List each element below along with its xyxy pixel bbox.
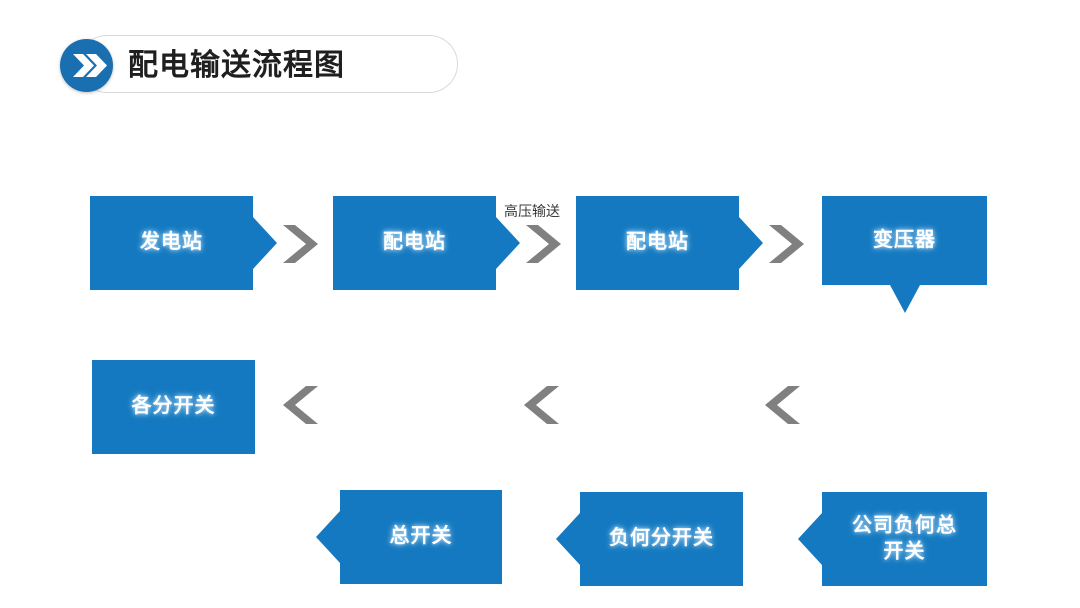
flow-node-label: 发电站 (140, 231, 203, 254)
flow-node-company-main-switch[interactable]: 公司负何总 开关 (798, 492, 987, 586)
node-arrow-tip-left (798, 513, 822, 565)
node-arrow-tip-left (316, 511, 340, 563)
node-tail-down (889, 285, 920, 313)
flow-node-substation-2[interactable]: 配电站 (576, 196, 763, 290)
chevron-right-icon-3 (767, 225, 807, 263)
double-chevron-right-icon (60, 39, 113, 92)
node-arrow-tip-right (496, 217, 520, 269)
flow-node-load-branch-switch[interactable]: 负何分开关 (556, 492, 743, 586)
node-arrow-tip-right (253, 217, 277, 269)
chevron-right-icon-1 (281, 225, 321, 263)
title-pill-outline (78, 35, 458, 93)
flow-node-label: 配电站 (383, 231, 446, 254)
flow-node-label: 负何分开关 (609, 527, 714, 550)
flow-node-label: 各分开关 (131, 395, 216, 418)
chevron-left-icon-2 (521, 386, 561, 424)
flow-node-substation-1[interactable]: 配电站 (333, 196, 520, 290)
flow-node-label: 公司负何总 开关 (852, 514, 957, 562)
edge-label-high-voltage: 高压输送 (504, 203, 560, 219)
flow-diagram: 发电站 配电站 高压输送 配电站 变压器 各分开关 (0, 130, 1080, 608)
flow-node-main-switch[interactable]: 总开关 (316, 490, 502, 584)
flow-node-label: 配电站 (626, 231, 689, 254)
chevron-right-icon-2 (524, 225, 564, 263)
page-title: 配电输送流程图 (128, 49, 345, 82)
flow-node-branch-switches[interactable]: 各分开关 (92, 360, 255, 454)
node-arrow-tip-right (739, 217, 763, 269)
flow-node-label: 总开关 (389, 525, 453, 548)
node-arrow-tip-left (556, 513, 580, 565)
flow-node-label: 变压器 (873, 228, 936, 251)
chevron-left-icon-1 (280, 386, 320, 424)
header-banner: 配电输送流程图 (0, 0, 1080, 130)
flow-node-transformer[interactable]: 变压器 (822, 196, 987, 313)
flow-node-power-plant[interactable]: 发电站 (90, 196, 277, 290)
chevron-left-icon-3 (762, 386, 802, 424)
